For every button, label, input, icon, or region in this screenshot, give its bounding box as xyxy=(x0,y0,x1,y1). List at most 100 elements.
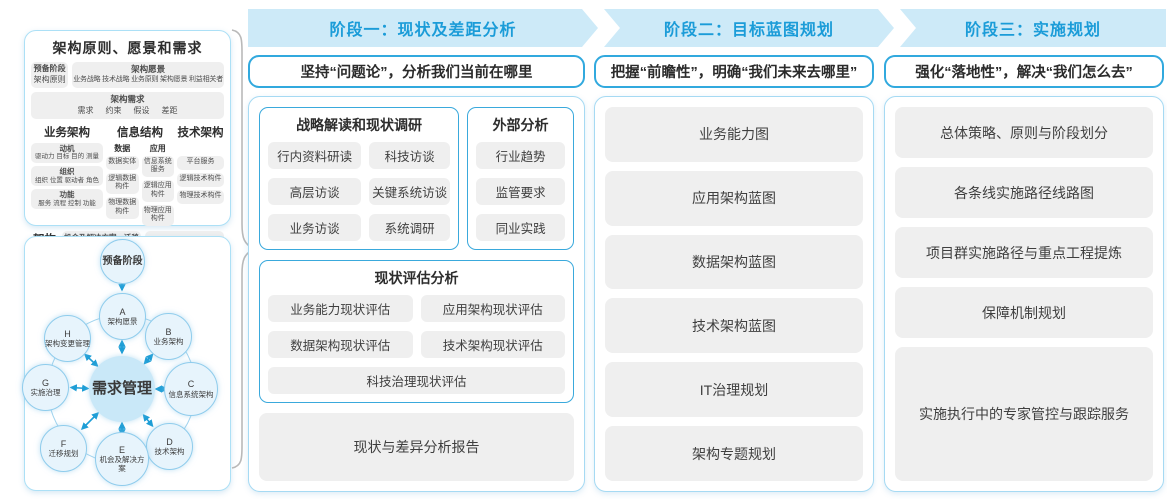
requirement-item: 假设 xyxy=(133,106,150,116)
adm-prep-phase-node: 预备阶段 xyxy=(100,239,145,284)
vision-title: 架构愿景 xyxy=(131,64,166,74)
phase2-item: 应用架构蓝图 xyxy=(605,170,863,226)
adm-node-c-label: 信息系统架构 xyxy=(168,389,214,399)
external-item: 监管要求 xyxy=(476,178,565,205)
information-structure-column: 信息结构 数据 数据实体 逻辑数据构件 物理数据构件 应用 信息系统服务 逻辑应… xyxy=(106,124,174,230)
function-items: 服务 流程 控制 功能 xyxy=(38,199,96,207)
architecture-vision-box: 架构愿景 业务战略 技术战略 业务原则 架构愿景 利益相关者 xyxy=(72,62,224,88)
physical-app-box: 物理应用构件 xyxy=(141,204,174,227)
adm-node-e: E 机会及解决方案 xyxy=(95,432,149,486)
data-entity-box: 数据实体 xyxy=(106,155,139,170)
adm-center-requirements-node: 需求管理 xyxy=(89,356,155,422)
phase3-subtitle: 强化“落地性”，解决“我们怎么去” xyxy=(884,55,1164,88)
phase3-item: 保障机制规划 xyxy=(895,287,1153,338)
technology-architecture-title: 技术架构 xyxy=(177,126,224,139)
adm-node-b: B 业务架构 xyxy=(145,313,192,360)
organization-items: 组织 位置 驱动者 角色 xyxy=(35,176,99,184)
phase2-panel: 业务能力图 应用架构蓝图 数据架构蓝图 技术架构蓝图 IT治理规划 架构专题规划 xyxy=(594,96,874,492)
function-title: 功能 xyxy=(59,190,75,200)
research-item: 高层访谈 xyxy=(268,178,362,205)
assessment-full-item: 科技治理现状评估 xyxy=(268,367,565,394)
adm-node-a-id: A xyxy=(119,306,126,317)
phase2-header: 阶段二：目标蓝图规划 xyxy=(604,9,894,47)
phase2-item: 业务能力图 xyxy=(605,107,863,162)
adm-node-g-label: 实施治理 xyxy=(30,388,61,398)
info-system-service-box: 信息系统服务 xyxy=(141,155,174,178)
phase3-item: 实施执行中的专家管控与跟踪服务 xyxy=(895,347,1153,481)
architecture-requirements-box: 架构需求 需求 约束 假设 差距 xyxy=(31,91,224,119)
adm-node-d-id: D xyxy=(166,436,173,447)
data-subcolumn-title: 数据 xyxy=(114,143,131,153)
data-subcolumn: 数据 数据实体 逻辑数据构件 物理数据构件 xyxy=(106,143,139,230)
vision-items: 业务战略 技术战略 业务原则 架构愿景 利益相关者 xyxy=(73,76,223,84)
phase1-header: 阶段一：现状及差距分析 xyxy=(248,9,598,47)
business-architecture-column: 业务架构 动机 驱动力 目标 目的 测量 组织 组织 位置 驱动者 角色 功能 … xyxy=(31,124,103,230)
application-subcolumn: 应用 信息系统服务 逻辑应用构件 物理应用构件 xyxy=(141,143,174,230)
adm-node-c-id: C xyxy=(187,379,195,390)
adm-node-f-id: F xyxy=(60,438,67,449)
adm-node-f-label: 迁移规划 xyxy=(48,449,79,459)
phase3-header: 阶段三：实施规划 xyxy=(900,9,1166,47)
phase2-item: 架构专题规划 xyxy=(605,426,863,481)
adm-node-h-id: H xyxy=(64,328,71,339)
assessment-title: 现状评估分析 xyxy=(374,270,459,286)
principles-vision-requirements-panel: 架构原则、愿景和需求 预备阶段 架构原则 架构愿景 业务战略 技术战略 业务原则… xyxy=(24,30,231,265)
logical-data-box: 逻辑数据构件 xyxy=(106,172,139,195)
assessment-item: 技术架构现状评估 xyxy=(420,331,565,358)
assessment-item: 数据架构现状评估 xyxy=(268,331,413,358)
application-subcolumn-title: 应用 xyxy=(149,143,166,153)
adm-node-d: D 技术架构 xyxy=(146,423,193,470)
current-state-assessment-box: 现状评估分析 业务能力现状评估 应用架构现状评估 数据架构现状评估 技术架构现状… xyxy=(259,260,574,403)
principles-panel-title: 架构原则、愿景和需求 xyxy=(52,40,203,56)
technology-architecture-column: 技术架构 平台服务 逻辑技术构件 物理技术构件 xyxy=(177,124,224,230)
external-item: 行业趋势 xyxy=(476,142,565,169)
adm-node-b-label: 业务架构 xyxy=(153,337,184,347)
requirement-item: 需求 xyxy=(77,106,94,116)
adm-node-a: A 架构愿景 xyxy=(99,293,146,340)
research-item: 系统调研 xyxy=(369,214,451,241)
external-analysis-title: 外部分析 xyxy=(492,117,549,133)
phase3-panel: 总体策略、原则与阶段划分 各条线实施路径线路图 项目群实施路径与重点工程提炼 保… xyxy=(884,96,1164,492)
logical-app-box: 逻辑应用构件 xyxy=(141,180,174,202)
adm-center-label: 需求管理 xyxy=(91,379,152,397)
organization-title: 组织 xyxy=(59,166,75,176)
phase2-subtitle: 把握“前瞻性”，明确“我们未来去哪里” xyxy=(594,55,874,88)
information-structure-title: 信息结构 xyxy=(117,126,163,139)
adm-node-h: H 架构变更管理 xyxy=(44,315,91,362)
gap-analysis-report-box: 现状与差异分析报告 xyxy=(259,413,574,481)
requirements-title: 架构需求 xyxy=(110,93,145,104)
requirement-item: 差距 xyxy=(161,106,178,116)
organization-box: 组织 组织 位置 驱动者 角色 xyxy=(31,165,103,187)
assessment-item: 应用架构现状评估 xyxy=(420,295,565,322)
phase2-item: 数据架构蓝图 xyxy=(605,234,863,290)
business-architecture-title: 业务架构 xyxy=(44,126,90,139)
research-item: 关键系统访谈 xyxy=(369,178,451,205)
adm-node-d-label: 技术架构 xyxy=(154,447,185,457)
research-item: 行内资料研读 xyxy=(268,142,362,169)
phase3-item: 各条线实施路径线路图 xyxy=(895,167,1153,218)
assessment-item: 业务能力现状评估 xyxy=(268,295,413,322)
adm-node-e-label: 机会及解决方案 xyxy=(99,455,145,474)
strategy-research-title: 战略解读和现状调研 xyxy=(296,117,423,133)
adm-node-f: F 迁移规划 xyxy=(40,425,87,472)
motivation-box: 动机 驱动力 目标 目的 测量 xyxy=(31,142,103,163)
adm-prep-phase-label: 预备阶段 xyxy=(102,255,143,267)
logical-tech-box: 逻辑技术构件 xyxy=(177,172,224,187)
strategy-research-box: 战略解读和现状调研 行内资料研读 科技访谈 高层访谈 关键系统访谈 业务访谈 系… xyxy=(259,107,460,250)
adm-node-h-label: 架构变更管理 xyxy=(45,339,90,349)
adm-node-g: G 实施治理 xyxy=(22,364,69,411)
phase-header-band: 阶段一：现状及差距分析 阶段二：目标蓝图规划 阶段三：实施规划 xyxy=(248,9,1166,47)
prep-phase-line2: 架构原则 xyxy=(33,74,66,84)
platform-service-box: 平台服务 xyxy=(177,155,224,170)
phase3-item: 总体策略、原则与阶段划分 xyxy=(895,107,1153,158)
external-item: 同业实践 xyxy=(476,214,565,241)
research-item: 科技访谈 xyxy=(369,142,451,169)
adm-node-c: C 信息系统架构 xyxy=(164,362,218,416)
prep-phase-line1: 预备阶段 xyxy=(33,64,66,73)
phase1-subtitle: 坚持“问题论”，分析我们当前在哪里 xyxy=(248,55,585,88)
adm-node-a-label: 架构愿景 xyxy=(107,317,138,327)
requirement-item: 约束 xyxy=(105,106,122,116)
phase3-item: 项目群实施路径与重点工程提炼 xyxy=(895,227,1153,278)
function-box: 功能 服务 流程 控制 功能 xyxy=(31,189,103,210)
